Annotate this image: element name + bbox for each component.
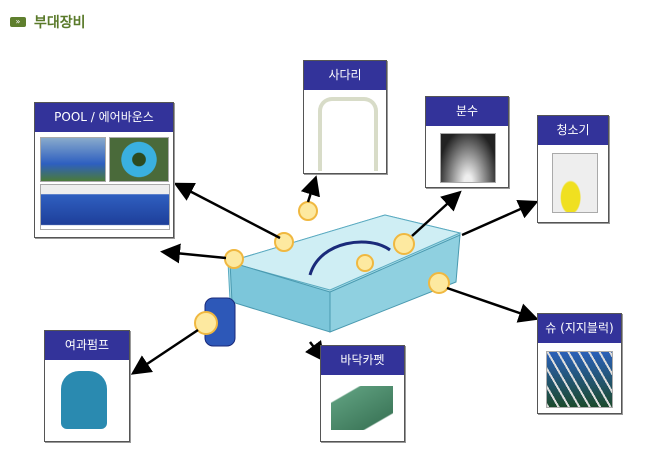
cleaner-label: 청소기 xyxy=(538,116,608,145)
filter-pump-label: 여과펌프 xyxy=(45,331,129,360)
ladder-label: 사다리 xyxy=(304,61,386,90)
title-text: 부대장비 xyxy=(34,15,86,31)
frame-pool-image xyxy=(40,184,170,230)
section-title: » 부대장비 xyxy=(10,12,86,32)
double-chevron-icon: » xyxy=(10,17,26,27)
ladder-image xyxy=(318,97,378,171)
air-slide-image xyxy=(40,137,106,182)
fountain-card: 분수 xyxy=(425,96,509,188)
cleaner-card: 청소기 xyxy=(537,115,609,223)
floor-carpet-image xyxy=(331,386,393,430)
ladder-card: 사다리 xyxy=(303,60,387,174)
support-block-label: 슈 (지지블럭) xyxy=(538,314,621,343)
support-block-image xyxy=(546,351,613,408)
pool-airbounce-card: POOL / 에어바운스 xyxy=(34,102,174,238)
float-ring-image xyxy=(109,137,169,182)
filter-pump-image xyxy=(61,371,107,429)
fountain-label: 분수 xyxy=(426,97,508,126)
floor-carpet-card: 바닥카펫 xyxy=(320,345,405,442)
support-block-card: 슈 (지지블럭) xyxy=(537,313,622,414)
pool-airbounce-label: POOL / 에어바운스 xyxy=(35,103,173,132)
fountain-image xyxy=(440,133,496,183)
filter-pump-card: 여과펌프 xyxy=(44,330,130,442)
cleaner-image xyxy=(552,153,598,213)
floor-carpet-label: 바닥카펫 xyxy=(321,346,404,375)
